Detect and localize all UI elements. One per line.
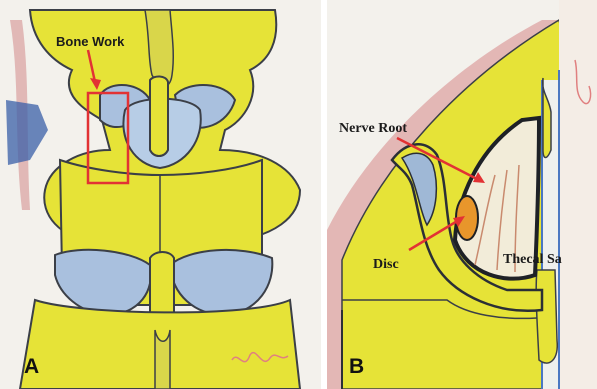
spinous-process-mid <box>150 76 168 156</box>
label-disc: Disc <box>373 257 399 273</box>
panel-b-illustration <box>327 0 597 389</box>
panel-a: Bone Work A <box>0 0 321 389</box>
panel-a-illustration <box>0 0 321 389</box>
label-nerve-root: Nerve Root <box>339 121 407 137</box>
right-margin <box>559 0 597 389</box>
label-bone-work: Bone Work <box>56 34 124 49</box>
spinous-lower <box>536 270 557 363</box>
panel-b: Nerve Root Disc Thecal Sa B <box>327 0 597 389</box>
label-thecal-sac: Thecal Sa <box>503 252 562 268</box>
panel-b-letter: B <box>349 355 364 379</box>
panel-a-letter: A <box>24 355 39 379</box>
